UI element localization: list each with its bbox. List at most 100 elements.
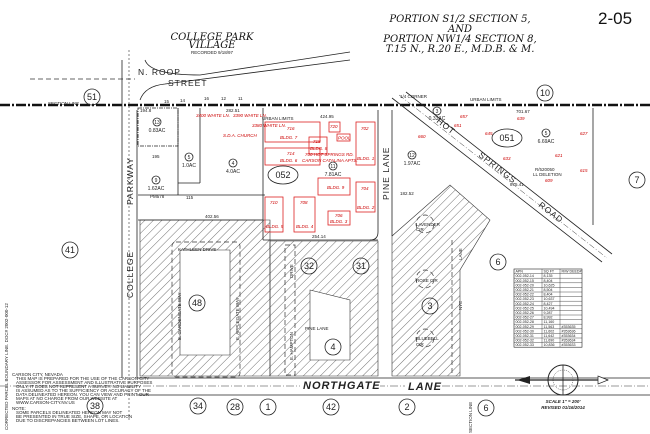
book-page-051: 051 bbox=[499, 133, 514, 143]
svg-text:716: 716 bbox=[287, 126, 295, 131]
svg-text:615: 615 bbox=[580, 168, 588, 173]
table-cell: 002-052-24 bbox=[516, 302, 534, 306]
table-cell: #353633 bbox=[562, 343, 576, 347]
svg-text:720: 720 bbox=[330, 124, 338, 129]
svg-text:182.52: 182.52 bbox=[400, 191, 414, 196]
parcel-labels: 130.83AC 51.0AC 44.0AC 91.62AC 117.81AC … bbox=[148, 106, 555, 192]
lot-number: 12 bbox=[221, 96, 227, 101]
svg-text:POOL: POOL bbox=[338, 136, 351, 141]
svg-text:R/520050: R/520050 bbox=[535, 167, 555, 172]
table-cell: 002-052-32 bbox=[516, 339, 534, 343]
lot-number: 16 bbox=[204, 96, 210, 101]
road-label: LANE bbox=[408, 381, 442, 393]
svg-text:SECTION LINE: SECTION LINE bbox=[468, 402, 473, 433]
svg-text:2: 2 bbox=[404, 402, 409, 412]
subdivision-name: COLLEGE PARK bbox=[171, 32, 254, 43]
svg-text:1.0AC: 1.0AC bbox=[182, 163, 196, 169]
svg-text:URBAN LIMITS: URBAN LIMITS bbox=[262, 116, 294, 121]
title-line: AND bbox=[447, 24, 472, 35]
table-cell: 9,287 bbox=[544, 311, 553, 315]
table-cell: 8,404 bbox=[544, 293, 553, 297]
road-label: STREET bbox=[168, 78, 208, 88]
lot-number: 14 bbox=[180, 98, 186, 103]
title-line: PORTION S1/2 SECTION 5, bbox=[388, 14, 530, 25]
address-label: 700 HOT SPRINGS RD. bbox=[305, 152, 354, 157]
revised-date: REVISED 01/16/2014 bbox=[541, 405, 585, 410]
svg-text:1.97AC: 1.97AC bbox=[404, 161, 421, 167]
table-header: SQ FT bbox=[544, 270, 555, 274]
table-cell: 8,427 bbox=[544, 302, 553, 306]
north-arrow-icon bbox=[515, 364, 609, 396]
svg-text:ONLY, IT DOES NOT REPRESENT A: ONLY, IT DOES NOT REPRESENT A SURVEY. NO… bbox=[16, 384, 141, 389]
svg-text:195: 195 bbox=[152, 154, 160, 159]
table-cell: #353634 bbox=[562, 339, 576, 343]
svg-text:4.0AC: 4.0AC bbox=[226, 169, 240, 175]
table-cell: 11,563 bbox=[544, 325, 555, 329]
svg-text:THIS MAP IS PREPARED FOR THE U: THIS MAP IS PREPARED FOR THE USE OF THE … bbox=[16, 376, 149, 381]
svg-text:714: 714 bbox=[287, 151, 295, 156]
svg-text:BLDG. 5: BLDG. 5 bbox=[266, 224, 284, 229]
svg-text:609: 609 bbox=[545, 178, 553, 183]
svg-text:633: 633 bbox=[503, 156, 511, 161]
svg-text:706: 706 bbox=[335, 213, 343, 218]
lot-lines bbox=[137, 107, 378, 241]
svg-text:5: 5 bbox=[545, 131, 548, 137]
street-label: E. HAMPTON bbox=[289, 332, 294, 360]
table-cell: #353635 bbox=[562, 325, 576, 329]
svg-text:0.33AC: 0.33AC bbox=[429, 116, 446, 122]
lot-number: 15 bbox=[164, 99, 170, 104]
table-cell: 002-052-26 bbox=[516, 311, 534, 315]
white-ln-address: 3390 WHITE LN. bbox=[233, 113, 267, 118]
white-ln-address: 3400 WHITE LN. bbox=[196, 113, 230, 118]
svg-text:IS ASSUMED AS TO THE SUFFICIEN: IS ASSUMED AS TO THE SUFFICIENCY OR ACCU… bbox=[16, 388, 151, 393]
svg-text:BLDG. 1: BLDG. 1 bbox=[357, 156, 375, 161]
svg-text:282.51: 282.51 bbox=[226, 108, 240, 113]
svg-text:3: 3 bbox=[436, 109, 439, 115]
svg-text:115: 115 bbox=[186, 195, 194, 200]
table-cell: 8,504 bbox=[544, 288, 553, 292]
svg-text:28: 28 bbox=[230, 402, 240, 412]
svg-text:9: 9 bbox=[155, 178, 158, 184]
street-label: KATHLEEN DRIVE bbox=[178, 247, 216, 252]
svg-text:704: 704 bbox=[361, 186, 369, 191]
table-cell: 002-052-28 bbox=[516, 320, 534, 324]
table-cell: 002-052-25 bbox=[516, 306, 534, 310]
svg-text:DATA DELINEATED HEREON. YOU CA: DATA DELINEATED HEREON. YOU CAN VIEW AND… bbox=[16, 392, 150, 397]
svg-text:1.62AC: 1.62AC bbox=[148, 186, 165, 192]
table-cell: 11,160 bbox=[544, 320, 555, 324]
table-cell: 002-052-23 bbox=[516, 297, 534, 301]
svg-text:PM578: PM578 bbox=[150, 194, 165, 199]
svg-text:WWW.CARSON-CITY.NV.US: WWW.CARSON-CITY.NV.US bbox=[16, 400, 75, 405]
street-label: LANE bbox=[458, 248, 463, 260]
book-page-ovals: 052 051 bbox=[267, 128, 523, 185]
svg-text:6: 6 bbox=[495, 257, 500, 267]
svg-text:NOTE:: NOTE: bbox=[12, 406, 26, 411]
table-cell: 002-052-29 bbox=[516, 325, 534, 329]
svg-text:51: 51 bbox=[87, 92, 97, 102]
svg-text:11: 11 bbox=[330, 164, 335, 170]
complex-label: CARSON CATALINA APTS. bbox=[302, 158, 358, 163]
svg-text:639: 639 bbox=[517, 116, 525, 121]
svg-text:38: 38 bbox=[90, 401, 100, 411]
roop-lots: 15 14 16 12 11 bbox=[164, 96, 243, 104]
table-cell: 8,404 bbox=[544, 279, 553, 283]
svg-text:BLDG. 8: BLDG. 8 bbox=[310, 146, 328, 151]
road-label: N. ROOP bbox=[138, 67, 181, 77]
svg-text:702: 702 bbox=[361, 126, 369, 131]
svg-text:621: 621 bbox=[555, 153, 563, 158]
svg-text:6: 6 bbox=[483, 403, 488, 413]
svg-text:BLDG. 6: BLDG. 6 bbox=[280, 158, 298, 163]
svg-text:701.67: 701.67 bbox=[516, 109, 530, 114]
svg-text:660: 660 bbox=[418, 134, 426, 139]
svg-text:DUE TO DISCREPANCIES BETWEEN L: DUE TO DISCREPANCIES BETWEEN LOT LINES. bbox=[16, 418, 119, 423]
street-label: NYE bbox=[458, 301, 463, 310]
hatched-areas bbox=[139, 184, 491, 377]
title-line: PORTION NW1/4 SECTION 8, bbox=[382, 34, 536, 45]
svg-text:3: 3 bbox=[427, 301, 432, 311]
svg-text:MAPS AT NO CHARGE FROM OUR WEB: MAPS AT NO CHARGE FROM OUR WEBSITE AT bbox=[16, 396, 118, 401]
svg-text:41: 41 bbox=[65, 245, 75, 255]
table-cell: #353634 bbox=[562, 334, 576, 338]
table-cell: 8,992 bbox=[544, 316, 553, 320]
street-label: E. GARDENGATE WAY bbox=[177, 292, 182, 340]
